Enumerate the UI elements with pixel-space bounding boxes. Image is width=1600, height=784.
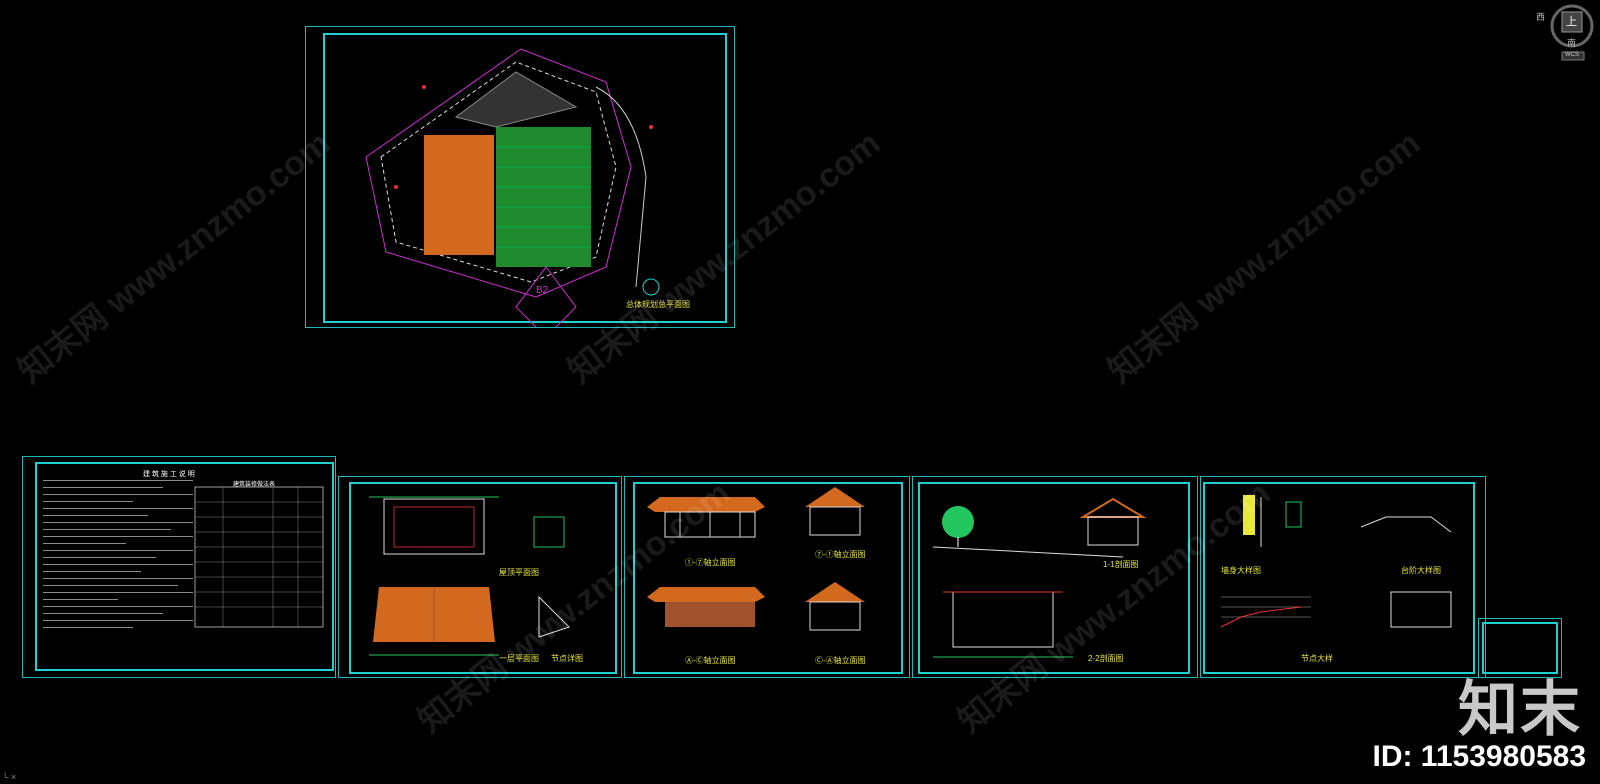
viewcube[interactable]: 西 上 南 WCS xyxy=(1534,4,1594,62)
viewcube-ring-icon xyxy=(1550,4,1594,61)
site-plan-title: 总体规划总平面图 xyxy=(626,300,690,309)
plan-label-floor: 一层平面图 xyxy=(499,654,539,663)
viewcube-west[interactable]: 西 xyxy=(1536,12,1546,22)
brand-logo: 知末 xyxy=(1458,676,1582,743)
site-plan-drawing xyxy=(365,48,660,327)
watermark: 知末网 www.znzmo.com xyxy=(1101,124,1428,391)
detail-label-3: 节点大样 xyxy=(1301,654,1333,663)
sheet-small[interactable] xyxy=(1478,618,1562,678)
plan-label-detail: 节点详图 xyxy=(551,654,583,663)
notes-table-grid xyxy=(194,486,324,628)
details-drawing xyxy=(1220,495,1452,628)
sheet-notes[interactable]: 建 筑 施 工 说 明 建筑装修做法表 xyxy=(22,456,336,678)
section-label-1: 1-1剖面图 xyxy=(1103,560,1139,569)
notes-title: 建 筑 施 工 说 明 xyxy=(143,471,195,478)
ucs-icon: └ × xyxy=(2,772,17,782)
brand-id: ID: 1153980583 xyxy=(1372,740,1586,773)
site-plan-tag: B2 xyxy=(536,285,549,296)
notes-text-block xyxy=(43,477,193,631)
elevation-label-1: ①-⑦轴立面图 xyxy=(685,558,736,567)
sheet-details[interactable]: 墙身大样图 台阶大样图 节点大样 xyxy=(1200,476,1486,678)
plan-label-roof: 屋顶平面图 xyxy=(499,568,539,577)
sheet-sections[interactable]: 1-1剖面图 2-2剖面图 xyxy=(912,476,1198,678)
section-label-2: 2-2剖面图 xyxy=(1088,654,1124,663)
notes-table-title: 建筑装修做法表 xyxy=(233,482,276,488)
watermark: 知末网 www.znzmo.com xyxy=(11,124,338,391)
viewcube-top[interactable]: 上 xyxy=(1566,16,1577,28)
plan-drawing xyxy=(369,496,570,656)
sections-drawing xyxy=(932,497,1147,658)
elevation-label-3: Ⓐ-Ⓒ轴立面图 xyxy=(685,656,736,665)
viewcube-south[interactable]: 南 xyxy=(1567,38,1577,48)
elevations-drawing xyxy=(647,487,865,631)
detail-label-2: 台阶大样图 xyxy=(1401,566,1441,575)
elevation-label-2: ⑦-①轴立面图 xyxy=(815,550,866,559)
sheet-elevations[interactable]: ①-⑦轴立面图 ⑦-①轴立面图 Ⓐ-Ⓒ轴立面图 Ⓒ-Ⓐ轴立面图 xyxy=(624,476,910,678)
sheet-site-plan[interactable]: B2 总体规划总平面图 xyxy=(305,26,735,328)
detail-label-1: 墙身大样图 xyxy=(1221,566,1261,575)
elevation-label-4: Ⓒ-Ⓐ轴立面图 xyxy=(815,656,866,665)
viewcube-wcs[interactable]: WCS xyxy=(1565,52,1579,58)
sheet-plan[interactable]: 屋顶平面图 一层平面图 节点详图 xyxy=(338,476,622,678)
